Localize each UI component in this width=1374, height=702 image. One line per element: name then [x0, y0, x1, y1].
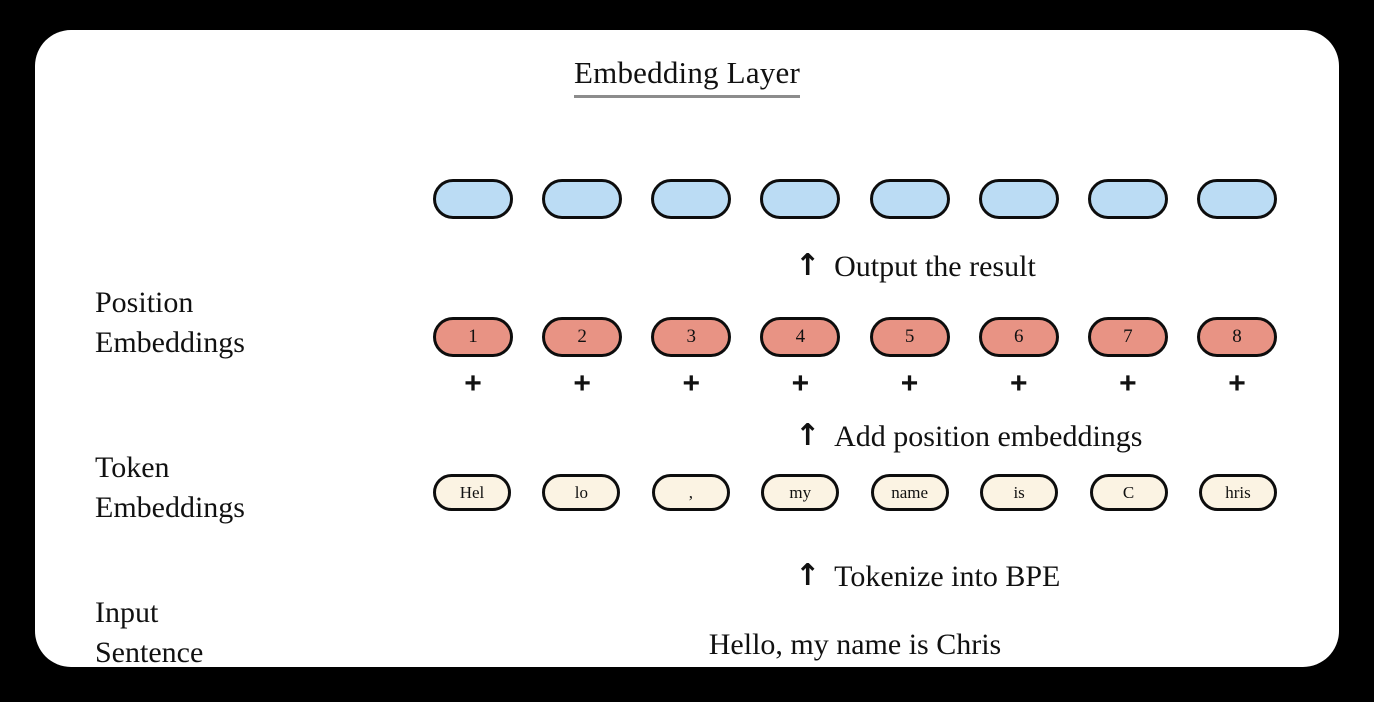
label-line-2: Embeddings	[95, 325, 245, 359]
plus-sign: +	[1009, 367, 1028, 400]
label-line-2: Embeddings	[95, 490, 245, 524]
input-sentence-label: Input Sentence	[95, 593, 425, 667]
up-arrow-icon: ↑	[795, 418, 821, 453]
plus-sign: +	[791, 367, 810, 400]
position-pill[interactable]: 3	[651, 317, 732, 357]
input-sentence-text: Hello, my name is Chris	[708, 628, 1002, 661]
token-pill[interactable]: hris	[1198, 474, 1277, 511]
token-pill[interactable]: lo	[542, 474, 621, 511]
annotation-tokenize-into-bpe: ↑ Tokenize into BPE	[795, 558, 1061, 593]
plus-sign: +	[573, 367, 591, 400]
token-pill[interactable]: is	[980, 474, 1059, 511]
plus-sign: +	[1119, 367, 1137, 400]
plus-sign: +	[682, 367, 701, 400]
plus-sign: +	[464, 367, 482, 400]
plus-sign: +	[1228, 367, 1246, 400]
output-pill[interactable]	[542, 179, 623, 219]
position-pill[interactable]: 1	[433, 317, 513, 357]
title-container: Embedding Layer	[35, 55, 1339, 98]
output-pill[interactable]	[433, 179, 513, 219]
token-pill[interactable]: ,	[651, 474, 730, 511]
position-pill[interactable]: 2	[542, 317, 623, 357]
token-embeddings-row: Hel lo , my name is C hris	[433, 474, 1277, 511]
position-embeddings-label: Position Embeddings	[95, 283, 425, 363]
up-arrow-icon: ↑	[795, 558, 821, 593]
page-title: Embedding Layer	[574, 55, 800, 98]
annotation-label: Output the result	[834, 250, 1036, 283]
output-embeddings-row	[433, 179, 1277, 219]
label-line-1: Token	[95, 451, 170, 484]
token-pill[interactable]: my	[761, 474, 840, 511]
annotation-add-position-embeddings: ↑ Add position embeddings	[795, 418, 1143, 453]
diagram-card: Embedding Layer ↑ Output the result Posi…	[35, 30, 1339, 667]
output-pill[interactable]	[760, 179, 841, 219]
label-line-1: Input	[95, 596, 159, 629]
token-pill[interactable]: Hel	[433, 474, 511, 511]
output-pill[interactable]	[1087, 179, 1168, 219]
position-pill[interactable]: 4	[760, 317, 841, 357]
output-pill[interactable]	[1196, 179, 1277, 219]
label-line-1: Position	[95, 286, 194, 319]
position-embeddings-row: 1 2 3 4 5 6 7 8	[433, 317, 1277, 357]
annotation-label: Tokenize into BPE	[834, 560, 1061, 593]
position-pill[interactable]: 7	[1087, 317, 1168, 357]
up-arrow-icon: ↑	[795, 248, 821, 283]
output-pill[interactable]	[651, 179, 732, 219]
token-pill[interactable]: C	[1089, 474, 1168, 511]
annotation-output-the-result: ↑ Output the result	[795, 248, 1036, 283]
position-pill[interactable]: 8	[1196, 317, 1277, 357]
plus-operator-row: + + + + + + + +	[433, 369, 1277, 399]
position-pill[interactable]: 6	[978, 317, 1059, 357]
token-embeddings-label: Token Embeddings	[95, 448, 425, 528]
label-line-2: Sentence	[95, 635, 204, 667]
token-pill[interactable]: name	[870, 474, 949, 511]
output-pill[interactable]	[869, 179, 950, 219]
annotation-label: Add position embeddings	[834, 420, 1143, 453]
output-pill[interactable]	[978, 179, 1059, 219]
plus-sign: +	[900, 367, 919, 400]
position-pill[interactable]: 5	[869, 317, 950, 357]
